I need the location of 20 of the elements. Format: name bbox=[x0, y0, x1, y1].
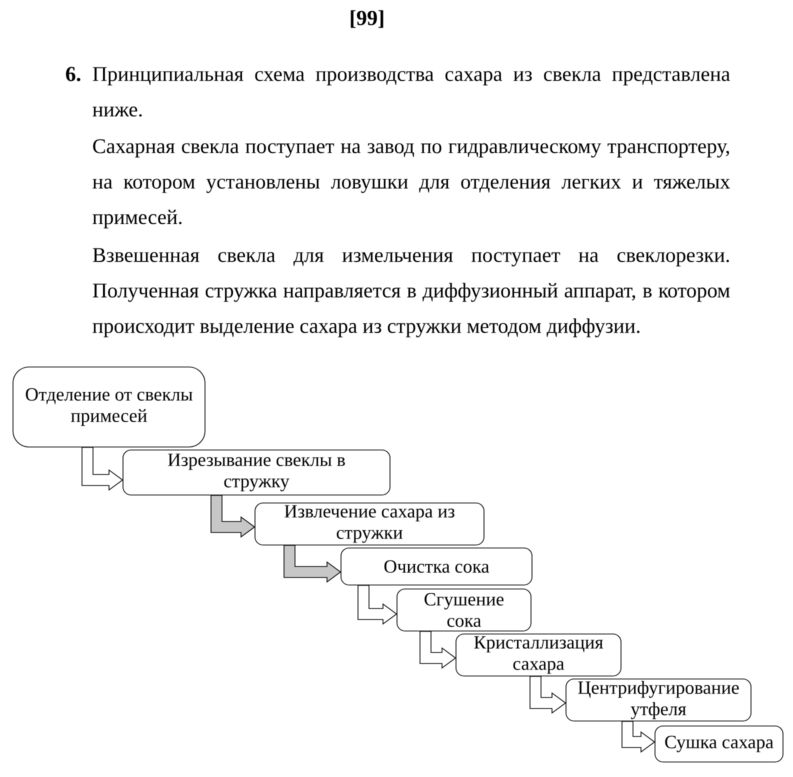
block-arrow bbox=[358, 585, 398, 625]
process-box: Сушка сахара bbox=[654, 726, 784, 762]
task-number: 6. bbox=[66, 66, 80, 82]
process-box: Центрифугирование утфеля bbox=[566, 678, 752, 722]
process-box: Отделение от свеклы примесей bbox=[12, 366, 206, 448]
block-arrow bbox=[210, 495, 256, 538]
paragraph: Сахарная свекла поступает на завод по гидравлическому транспортеру, на котором установлены ловушки для отделения легких и тяжелых примесей. bbox=[92, 139, 730, 228]
paragraph: Взвешенная свекла для измельчения поступает на свеклорезки. Полученная стружка направляется в диффузионный аппарат, в котором происходит выделение сахара из стружки методом диффузии. bbox=[92, 248, 730, 338]
process-box: Извлечение сахара из стружки bbox=[254, 502, 484, 546]
block-arrow bbox=[530, 676, 566, 714]
paragraph: Принципиальная схема производства сахара из свекла представлена ниже. bbox=[92, 67, 730, 117]
process-box: Сгушение сока bbox=[396, 588, 532, 632]
process-box: Изрезывание свеклы в стружку bbox=[122, 450, 390, 496]
block-arrow bbox=[420, 631, 456, 669]
block-arrow bbox=[622, 721, 656, 753]
block-arrow bbox=[284, 545, 342, 583]
process-box: Очистка сока bbox=[340, 548, 532, 586]
block-arrow bbox=[82, 447, 124, 491]
process-box: Кристаллизация сахара bbox=[456, 634, 622, 676]
page-number: [99] bbox=[350, 10, 384, 28]
